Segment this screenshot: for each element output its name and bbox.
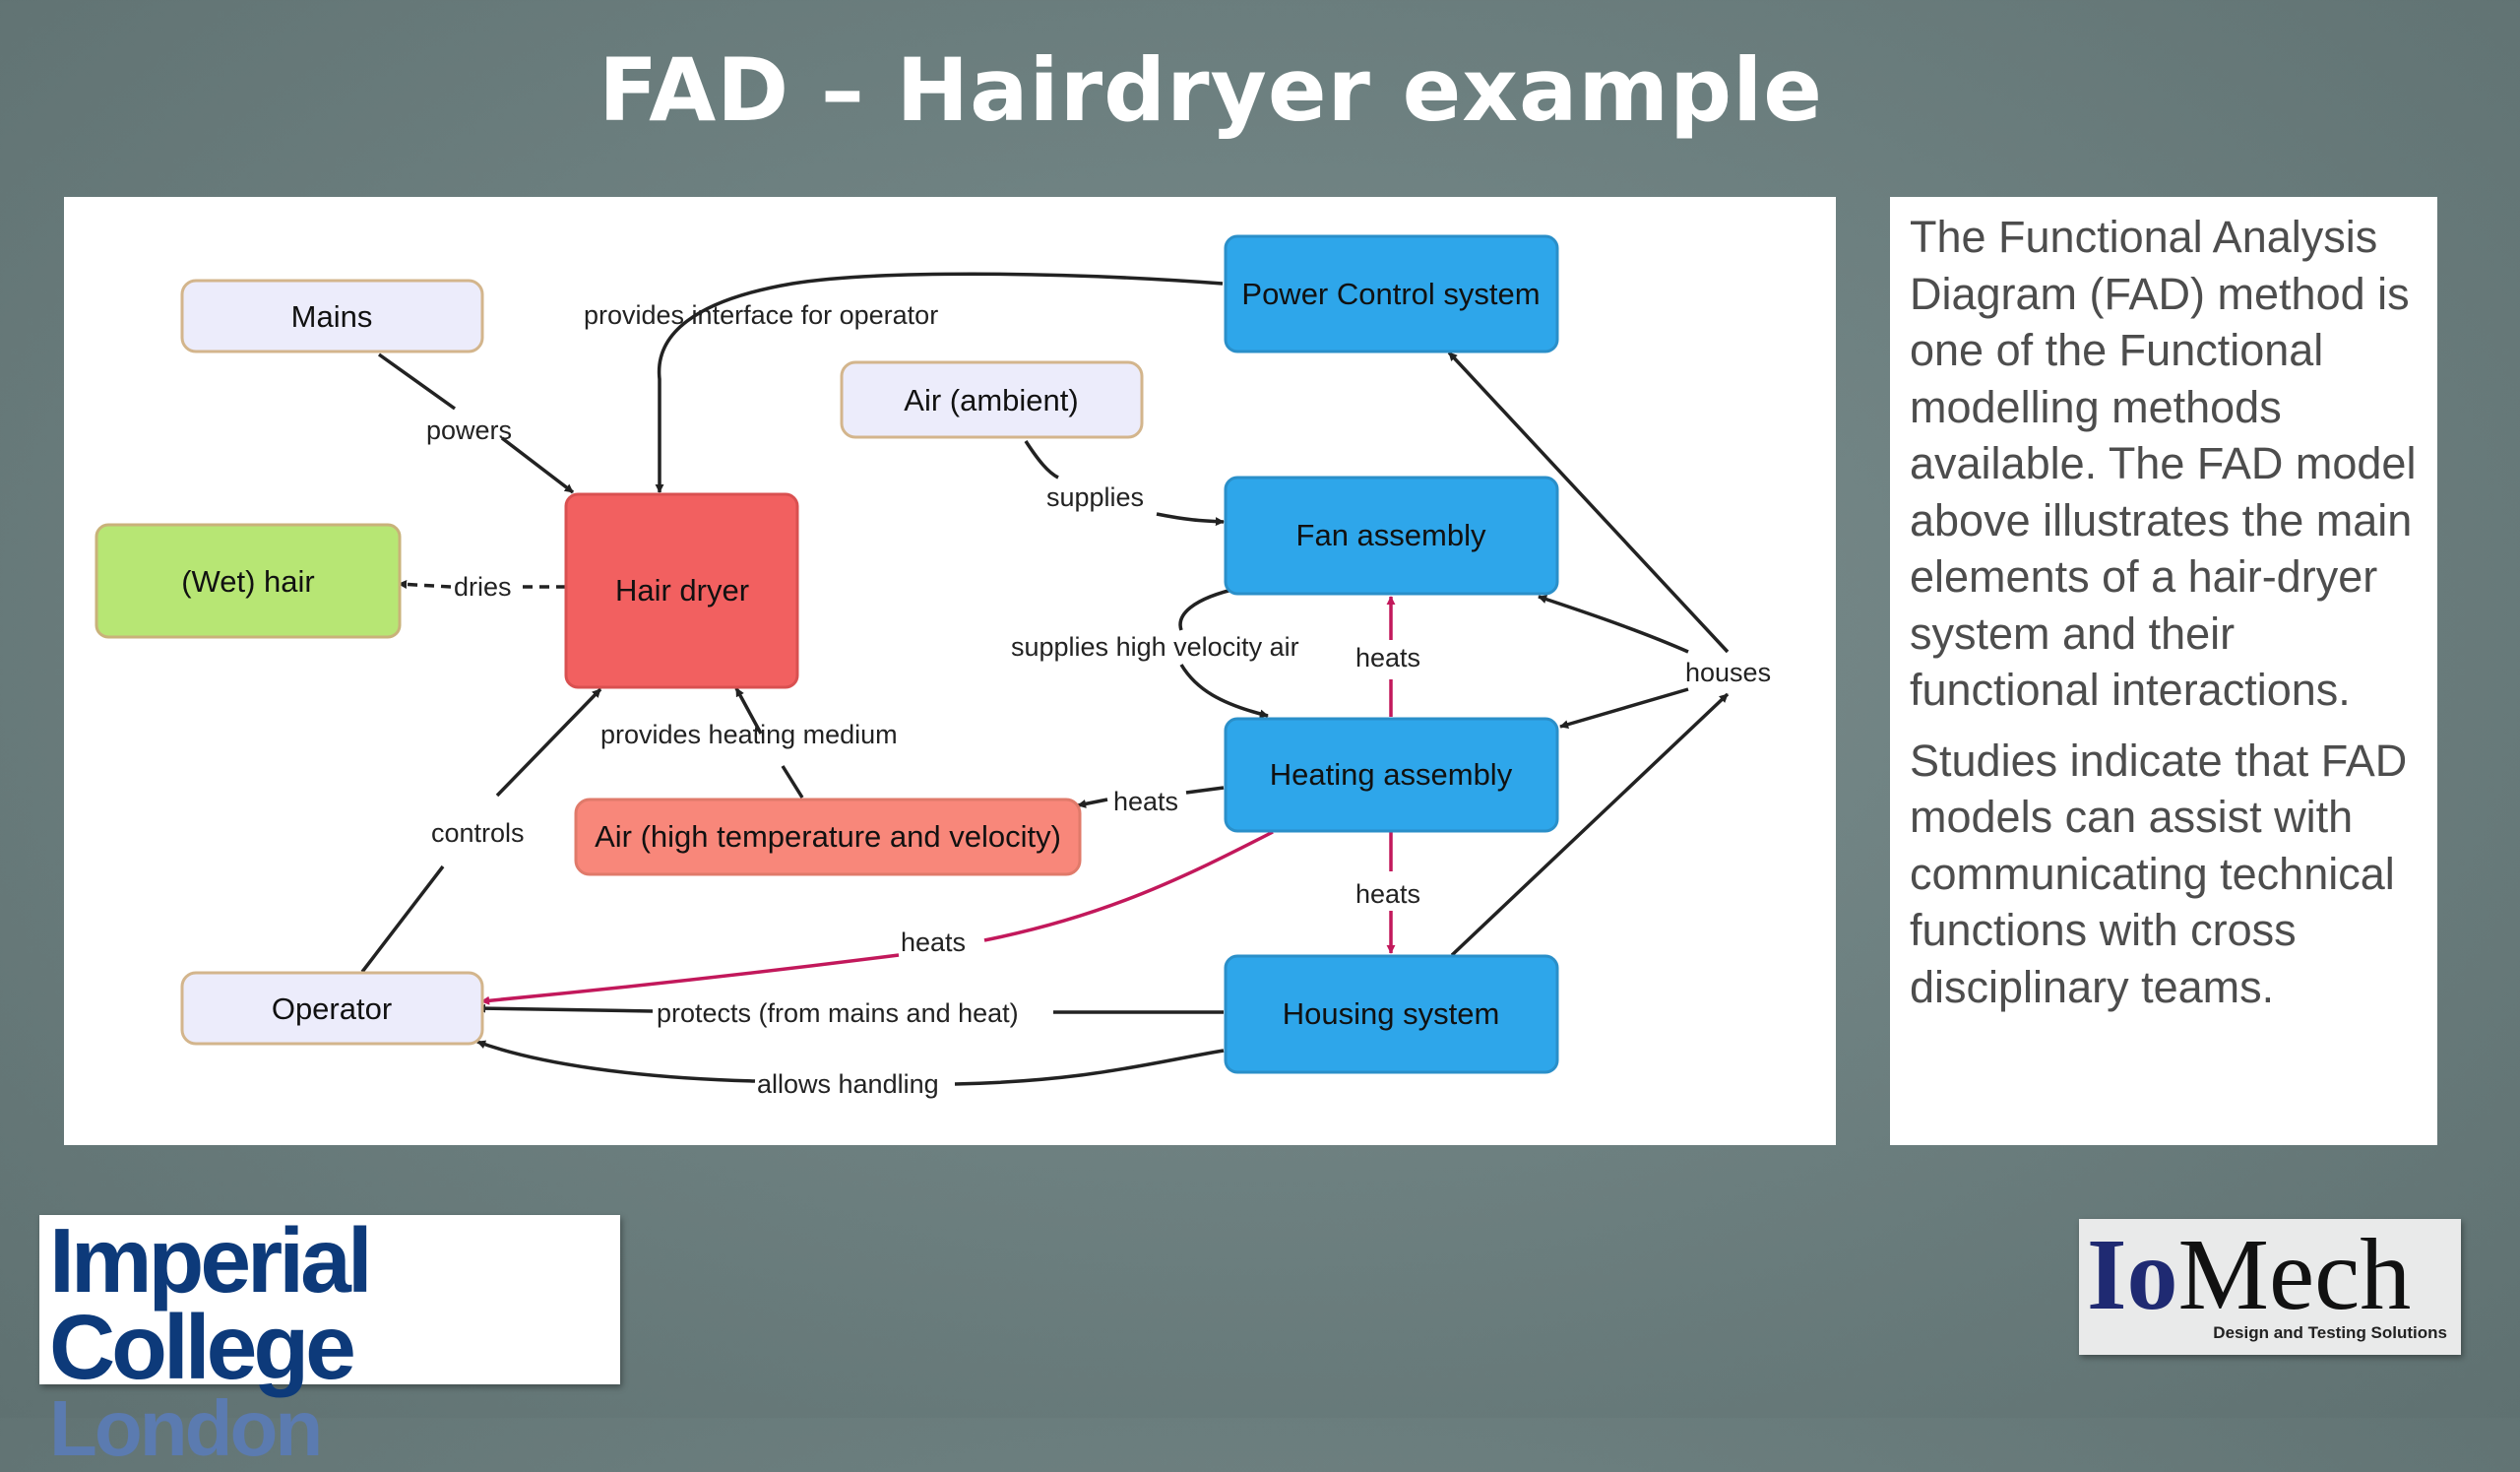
edge-label-dries: dries bbox=[454, 572, 512, 602]
edge-label-houses: houses bbox=[1685, 658, 1771, 687]
imperial-logo-line2: London bbox=[49, 1384, 323, 1472]
imperial-college-logo: Imperial College London bbox=[39, 1215, 620, 1468]
edge-powers bbox=[377, 352, 573, 492]
fad-diagram-svg: powers provides interface for operator d… bbox=[94, 234, 1771, 1099]
iomech-logo: IoMech Design and Testing Solutions bbox=[2079, 1219, 2461, 1355]
edge-protects bbox=[477, 1008, 1224, 1012]
node-wet-hair: (Wet) hair bbox=[94, 523, 402, 639]
node-mains-label: Mains bbox=[291, 299, 373, 334]
description-paragraph-2: Studies indicate that FAD models can ass… bbox=[1910, 735, 2408, 1012]
edge-houses-fan bbox=[1538, 595, 1689, 654]
node-heating-label: Heating assembly bbox=[1270, 757, 1513, 792]
node-power-control-label: Power Control system bbox=[1241, 277, 1540, 311]
node-hair-dryer-label: Hair dryer bbox=[615, 573, 749, 608]
node-fan: Fan assembly bbox=[1224, 476, 1559, 596]
edge-heats-operator bbox=[481, 830, 1274, 1001]
edge-label-heating-medium: provides heating medium bbox=[600, 720, 898, 749]
node-mains: Mains bbox=[180, 279, 484, 353]
edge-label-powers: powers bbox=[426, 416, 512, 445]
edge-heats-air bbox=[1078, 786, 1225, 805]
edge-supplies bbox=[1024, 440, 1224, 522]
edge-label-heats-fan: heats bbox=[1355, 643, 1420, 672]
slide-title: FAD – Hairdryer example bbox=[598, 39, 1823, 141]
node-power-control: Power Control system bbox=[1224, 234, 1559, 353]
edge-label-interface: provides interface for operator bbox=[584, 300, 938, 330]
edge-housing-hub bbox=[1450, 692, 1730, 957]
node-air-ambient-label: Air (ambient) bbox=[904, 383, 1078, 417]
iomech-logo-mech: Mech bbox=[2177, 1218, 2412, 1331]
node-operator-label: Operator bbox=[272, 992, 392, 1026]
node-operator: Operator bbox=[180, 971, 484, 1046]
edge-label-supplies-hv: supplies high velocity air bbox=[1011, 632, 1299, 662]
node-wet-hair-label: (Wet) hair bbox=[181, 564, 315, 599]
edge-label-heats-air: heats bbox=[1113, 787, 1178, 816]
edge-label-protects: protects (from mains and heat) bbox=[657, 998, 1019, 1028]
edge-label-controls: controls bbox=[431, 818, 525, 848]
edge-houses-heating bbox=[1559, 687, 1689, 730]
edge-allows bbox=[477, 1042, 1225, 1086]
node-air-high: Air (high temperature and velocity) bbox=[574, 798, 1082, 876]
edge-supplies-hv bbox=[1178, 586, 1268, 716]
node-hair-dryer: Hair dryer bbox=[564, 492, 799, 689]
iomech-logo-tagline: Design and Testing Solutions bbox=[2213, 1323, 2447, 1342]
edge-label-heats-housing: heats bbox=[1355, 879, 1420, 909]
edge-label-supplies: supplies bbox=[1046, 482, 1144, 512]
imperial-logo-line1: Imperial College bbox=[49, 1209, 373, 1398]
node-air-ambient: Air (ambient) bbox=[840, 360, 1144, 439]
node-fan-label: Fan assembly bbox=[1296, 518, 1486, 552]
node-housing-label: Housing system bbox=[1283, 996, 1500, 1031]
edge-heating-medium bbox=[736, 688, 804, 799]
node-heating: Heating assembly bbox=[1224, 717, 1559, 833]
description-panel: The Functional Analysis Diagram (FAD) me… bbox=[1890, 197, 2437, 1145]
fad-diagram: powers provides interface for operator d… bbox=[64, 197, 1836, 1145]
edge-label-heats-operator: heats bbox=[901, 928, 966, 957]
edge-label-allows: allows handling bbox=[757, 1069, 939, 1099]
node-housing: Housing system bbox=[1224, 954, 1559, 1074]
edge-controls bbox=[360, 689, 600, 974]
edge-houses-power bbox=[1447, 351, 1730, 654]
edge-dries bbox=[399, 584, 566, 587]
node-air-high-label: Air (high temperature and velocity) bbox=[595, 819, 1061, 854]
description-paragraph-1: The Functional Analysis Diagram (FAD) me… bbox=[1910, 212, 2417, 715]
iomech-logo-wordmark: IoMech bbox=[2087, 1221, 2411, 1329]
edge-interface bbox=[655, 272, 1224, 493]
iomech-logo-io: Io bbox=[2087, 1218, 2178, 1331]
